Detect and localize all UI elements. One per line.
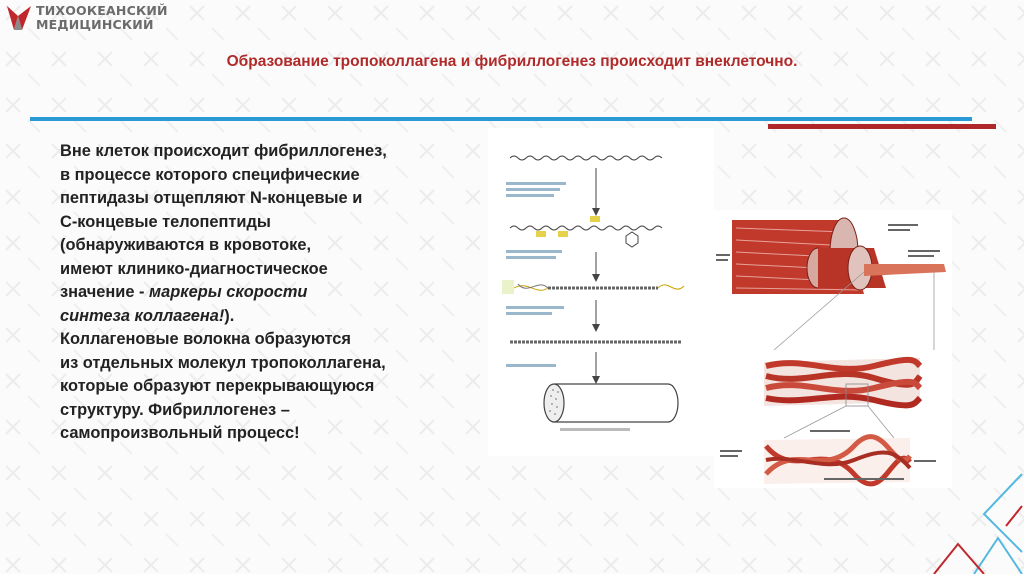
body-line-italic: синтеза коллагена!: [60, 306, 225, 325]
body-line: имеют клинико-диагностическое: [60, 259, 328, 278]
body-line: (обнаруживаются в кровотоке,: [60, 236, 312, 254]
logo: ТИХООКЕАНСКИЙ МЕДИЦИНСКИЙ: [6, 4, 168, 32]
body-line: Коллагеновые волокна образуются: [60, 330, 351, 348]
fibrillogenesis-diagram: [488, 128, 714, 456]
body-line: C-концевые телопептиды: [60, 212, 271, 231]
collagen-fiber-illustration: [716, 217, 946, 487]
divider-blue: [30, 117, 972, 121]
corner-decoration: [933, 473, 1023, 574]
divider-red: [768, 124, 996, 129]
body-line: структуру. Фибриллогенез –: [60, 400, 290, 419]
fibrillogenesis-illustration: [502, 155, 685, 431]
body-line: пептидазы отщепляют N-концевые и: [60, 189, 363, 207]
body-line: которые образуют перекрывающуюся: [60, 377, 375, 395]
body-line: значение - маркеры скорости: [60, 281, 480, 305]
body-line-part: значение -: [60, 283, 150, 301]
slide-title: Образование тропоколлагена и фибриллоген…: [226, 53, 798, 70]
body-text: Вне клеток происходит фибриллогенез, в п…: [60, 140, 480, 446]
body-line: из отдельных молекул тропоколлагена,: [60, 353, 386, 372]
tgmu-logo-icon: [7, 6, 31, 30]
collagen-fiber-diagram: [714, 210, 952, 488]
body-line: самопроизвольный процесс!: [60, 424, 300, 442]
logo-line-1: ТИХООКЕАНСКИЙ: [36, 3, 168, 18]
body-line: в процессе которого специфические: [60, 165, 360, 184]
body-line-italic: маркеры скорости: [149, 283, 308, 301]
body-line: синтеза коллагена!).: [60, 305, 480, 329]
body-line: Вне клеток происходит фибриллогенез,: [60, 142, 387, 160]
logo-line-2: МЕДИЦИНСКИЙ: [36, 17, 154, 32]
body-line-part: ).: [224, 306, 235, 325]
